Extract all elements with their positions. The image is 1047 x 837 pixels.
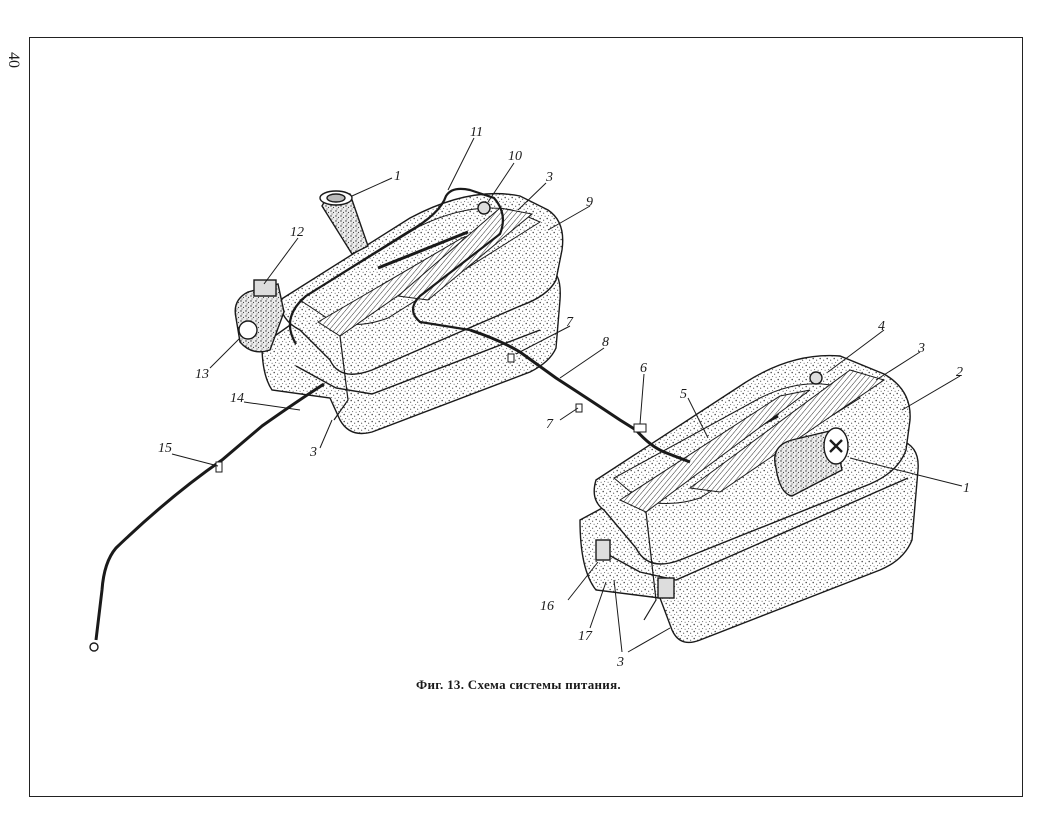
callout-3-top: 3 [545,170,553,185]
callout-14: 14 [230,391,244,406]
callout-5: 5 [680,387,687,402]
callout-16: 16 [540,599,554,614]
figure-caption: Фиг. 13. Схема системы питания. [416,677,621,692]
callout-3-left: 3 [309,445,317,460]
callout-4: 4 [878,319,885,334]
callout-11: 11 [470,125,483,140]
callout-8: 8 [602,335,609,350]
callout-7-low: 7 [546,417,554,432]
callout-17: 17 [578,629,593,644]
page-frame [29,37,1023,797]
fuel-lines [89,328,691,652]
callout-1-top: 1 [394,169,401,184]
left-fuel-tank [234,187,564,435]
callout-3-bottom: 3 [616,655,624,670]
callout-6: 6 [640,361,647,376]
callout-13: 13 [195,367,209,382]
right-fuel-tank [579,354,919,644]
callout-9: 9 [586,195,593,210]
callout-7-top: 7 [566,315,574,330]
callout-1-right: 1 [963,481,970,496]
callout-10: 10 [508,149,522,164]
leader-lines [171,137,963,653]
callout-15: 15 [158,441,172,456]
callout-12: 12 [290,225,304,240]
callout-labels: 1 11 10 3 9 12 13 14 3 15 7 8 7 6 5 4 3 … [158,125,970,670]
callout-3-right: 3 [917,341,925,356]
callout-2: 2 [956,365,963,380]
